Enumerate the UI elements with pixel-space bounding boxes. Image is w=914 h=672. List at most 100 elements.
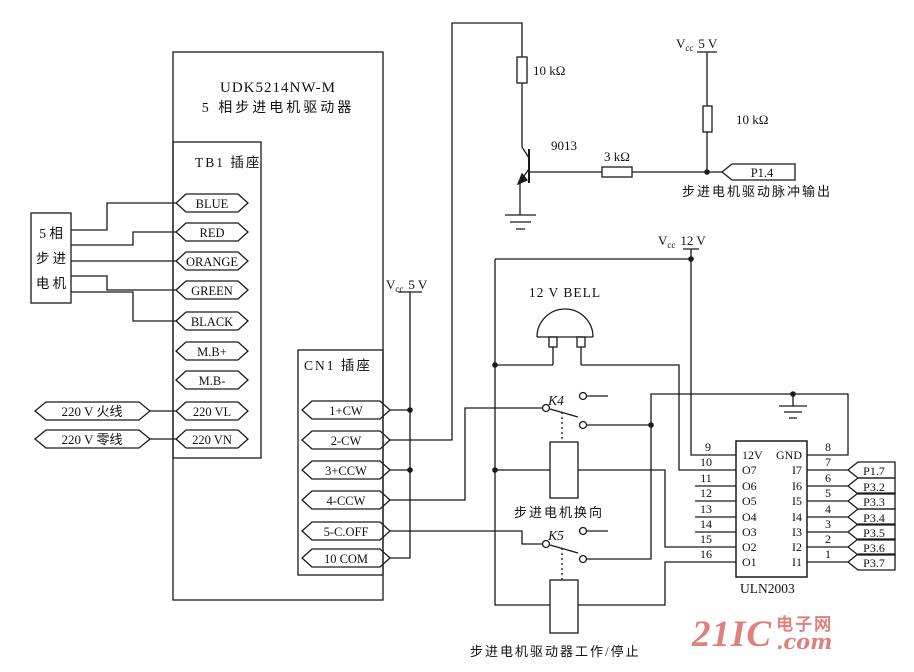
vcc5-pullup-top <box>697 51 717 106</box>
uln-right-pin: I3 <box>792 525 802 539</box>
cn1-pin-label: 2-CW <box>331 434 362 448</box>
transistor-label: 9013 <box>551 138 577 153</box>
uln-pin-num: 15 <box>700 532 712 546</box>
tb1-tag <box>175 222 249 242</box>
uln-right-pin: I6 <box>792 479 802 493</box>
tb1-pin-label: ORANGE <box>186 255 238 269</box>
ground-emitter <box>505 214 536 230</box>
watermark-brand: 21IC <box>692 614 773 655</box>
resistor-pullup <box>702 105 713 133</box>
cn1-pin-label: 10 COM <box>324 552 368 566</box>
wire-motor-red <box>71 231 176 246</box>
motor-label-3: 电 机 <box>36 276 67 291</box>
uln-left-pin: O5 <box>742 494 757 508</box>
uln-left-pin: O3 <box>742 525 757 539</box>
k4-top-contact <box>578 391 588 401</box>
k5-label: K5 <box>547 528 564 543</box>
port-tag-label: P3.6 <box>863 541 885 555</box>
k5-common-contact <box>541 539 551 549</box>
tb1-tag <box>175 370 249 390</box>
uln-name: ULN2003 <box>740 581 795 596</box>
bell-wire-to-o7 <box>580 347 736 471</box>
uln-pin-num: 3 <box>825 517 831 531</box>
motor-label-2: 步 进 <box>36 251 67 266</box>
uln-pin-num: 9 <box>705 440 711 454</box>
resistor-collector <box>516 56 528 84</box>
uln-left-pin: O1 <box>742 555 757 569</box>
tb1-socket-box <box>172 141 262 459</box>
port-tag-label: P1.7 <box>863 464 885 478</box>
uln-pin-num: 2 <box>825 532 831 546</box>
tb1-tag <box>175 251 249 271</box>
k4-coil <box>549 441 579 499</box>
wire-2cw-collector <box>390 22 523 441</box>
k5-note: 步进电机驱动器工作/停止 <box>470 644 641 659</box>
tb1-pin-label: M.B- <box>199 374 226 388</box>
uln-pin-num: 6 <box>825 471 831 485</box>
tb1-tag <box>175 341 249 361</box>
port-tag-label: P3.3 <box>863 495 885 509</box>
uln-pin-num: 1 <box>825 547 831 561</box>
port-tag-label: P3.5 <box>863 526 885 540</box>
uln-pin-num: 16 <box>700 547 712 561</box>
uln-right-pin: I5 <box>792 494 802 508</box>
junction-dots <box>407 169 796 473</box>
transistor-emitter-arrow <box>516 172 529 186</box>
mains-live-label: 220 V 火线 <box>62 404 123 419</box>
tb1-pin-label: 220 VL <box>193 405 231 419</box>
tb1-pin-label: BLACK <box>191 315 233 329</box>
port-tag <box>846 538 896 556</box>
watermark-site: 电子网 <box>776 615 834 634</box>
uln-right-pin: I1 <box>792 555 802 569</box>
bell-post-right <box>576 336 586 348</box>
uln-pin-num: 8 <box>825 440 831 454</box>
cn1-pin-label: 5-C.OFF <box>324 525 369 539</box>
uln-right-pin: I4 <box>792 510 802 524</box>
wire-4ccw-to-k4 <box>390 407 542 501</box>
uln-pin-num: 13 <box>700 502 712 516</box>
ground-bus <box>650 393 849 456</box>
transistor-collector-lead <box>521 146 530 159</box>
mains-neutral-label: 220 V 零线 <box>62 432 123 447</box>
watermark-dotcom: .com <box>776 629 833 654</box>
vcc12-line-pin9 <box>683 248 736 456</box>
tb1-pin-label: BLUE <box>196 197 229 211</box>
uln-left-pin: O6 <box>742 479 757 493</box>
tb1-pin-label: RED <box>200 226 225 240</box>
wire-motor-green <box>71 275 176 291</box>
cn1-pin-label: 4-CCW <box>327 494 366 508</box>
cn1-label: CN1 插座 <box>304 358 372 373</box>
resistor-collector-value: 10 kΩ <box>533 63 565 78</box>
uln-right-pin-wires <box>807 469 848 563</box>
driver-name: 5 相步进电机驱动器 <box>202 100 355 116</box>
k5-bottom-contact <box>578 554 588 564</box>
mains-neutral-tag <box>33 429 152 449</box>
uln2003-box <box>735 440 808 578</box>
tb1-pin-label: 220 VN <box>192 433 232 447</box>
p14-tag-label: P1.4 <box>751 166 774 180</box>
mains-live-tag <box>33 401 152 421</box>
tb1-tag <box>175 280 249 300</box>
bell-post-left <box>548 336 558 348</box>
tb1-tag <box>175 311 249 331</box>
labels: UDK5214NW-M 5 相步进电机驱动器 TB1 插座 CN1 插座 5 相… <box>36 36 885 659</box>
uln-left-pin: 12V <box>742 448 763 462</box>
port-tag <box>846 477 896 495</box>
tb1-tag <box>175 401 249 421</box>
port-tag <box>846 508 896 526</box>
port-tag <box>846 523 896 541</box>
bell-dome <box>536 308 594 338</box>
bell-label: 12 V BELL <box>529 285 601 300</box>
k4-label: K4 <box>547 393 564 408</box>
wires-and-shapes <box>30 22 896 634</box>
tb1-label: TB1 插座 <box>195 155 261 170</box>
tb1-pin-label: M.B+ <box>197 345 227 359</box>
pulse-output-note: 步进电机驱动脉冲输出 <box>682 184 832 199</box>
k5-bottom-wire <box>587 425 652 560</box>
uln-pin-num: 5 <box>825 486 831 500</box>
k5-top-contact <box>578 526 588 536</box>
